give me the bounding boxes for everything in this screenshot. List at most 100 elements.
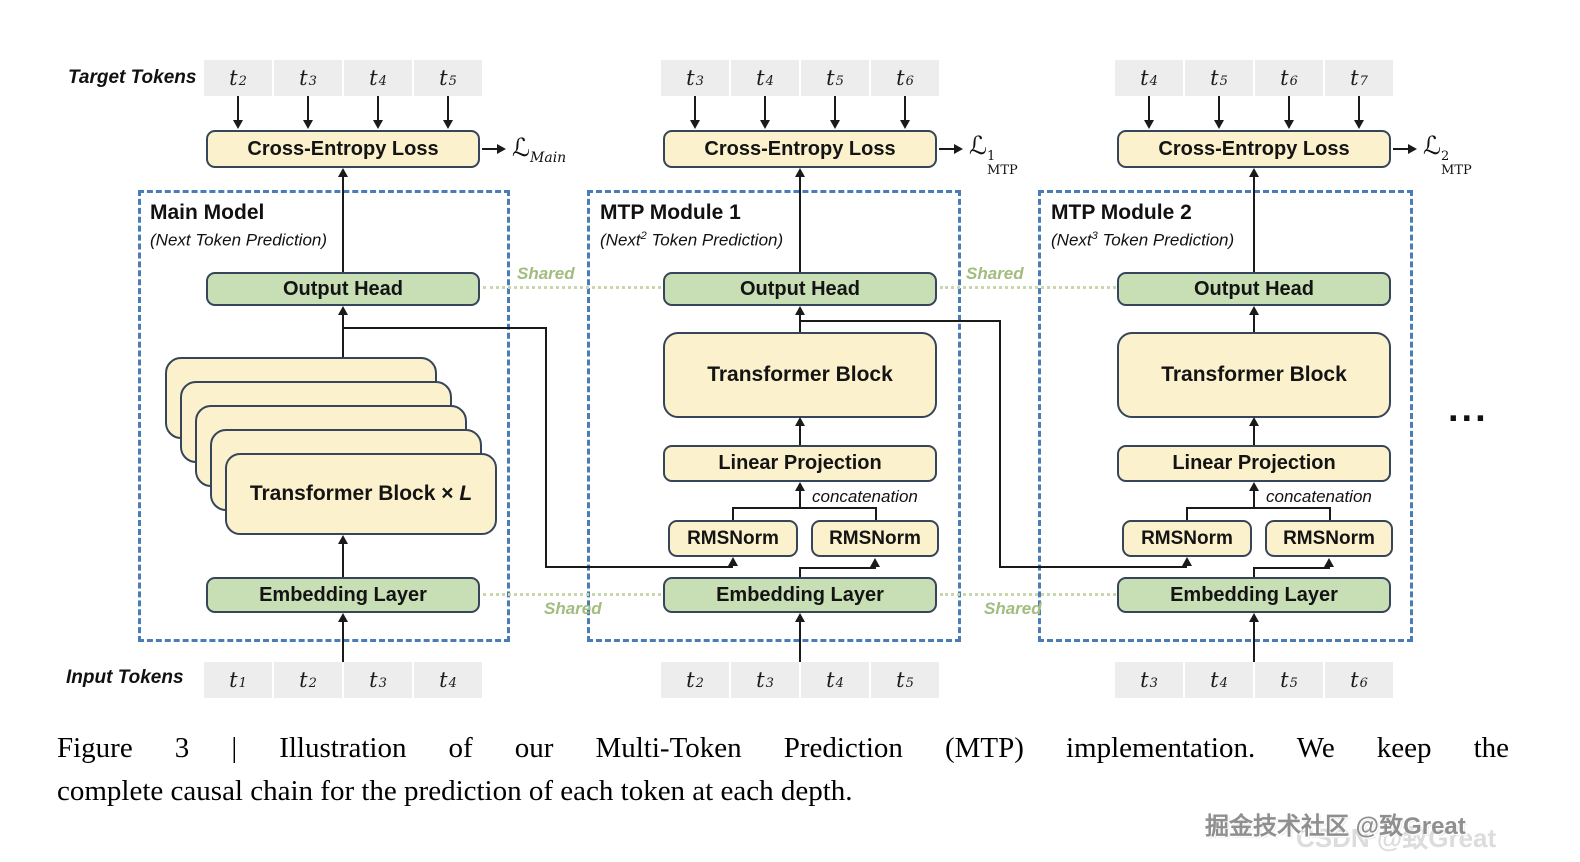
arrowhead — [795, 482, 805, 491]
arrowhead — [1249, 168, 1259, 177]
arrow-line — [1253, 426, 1255, 445]
rmsnorm-left-box: RMSNorm — [1122, 520, 1252, 557]
output-head-box: Output Head — [663, 272, 937, 306]
arrowhead — [1284, 120, 1294, 129]
embedding-layer-box: Embedding Layer — [206, 577, 480, 613]
arrow-line — [939, 148, 954, 150]
arrow-line — [342, 544, 344, 577]
figure-caption: Figure 3 | Illustration of our Multi-Tok… — [57, 727, 1509, 813]
arrow-line — [1253, 622, 1255, 662]
arrow-line — [342, 315, 344, 357]
rmsnorm-right-box: RMSNorm — [1265, 520, 1393, 557]
target-tokens-label: Target Tokens — [68, 67, 197, 88]
cross-entropy-loss-box: Cross-Entropy Loss — [1117, 130, 1391, 168]
arrow-line — [799, 491, 801, 508]
arrowhead — [1354, 120, 1364, 129]
arrow-line — [799, 177, 801, 272]
transformer-block-box: Transformer Block — [1117, 332, 1391, 418]
arrow-line — [342, 177, 344, 272]
arrowhead — [1214, 120, 1224, 129]
main-model-frame — [138, 190, 510, 642]
mtp-module-1-frame — [587, 190, 961, 642]
arrowhead — [1408, 144, 1417, 154]
caption-line-1: Figure 3 | Illustration of our Multi-Tok… — [57, 732, 1509, 764]
mtp-module-1-title: MTP Module 1 — [600, 201, 741, 224]
arrowhead — [795, 613, 805, 622]
loss-label-main: ℒMain — [512, 133, 567, 166]
arrowhead — [795, 306, 805, 315]
arrow-line — [799, 567, 801, 577]
arrowhead — [443, 120, 453, 129]
shared-label: Shared — [966, 264, 1024, 283]
caption-line-2: complete causal chain for the prediction… — [57, 775, 853, 807]
embedding-layer-box: Embedding Layer — [663, 577, 937, 613]
linear-projection-box: Linear Projection — [663, 445, 937, 482]
arrowhead — [1144, 120, 1154, 129]
shared-dotted-line — [940, 593, 1116, 596]
arrowhead — [795, 417, 805, 426]
concatenation-label: concatenation — [1266, 487, 1372, 506]
concatenation-label: concatenation — [812, 487, 918, 506]
arrow-line — [1253, 567, 1255, 577]
shared-dotted-line — [483, 593, 661, 596]
arrow-line — [1358, 96, 1360, 120]
output-head-box: Output Head — [1117, 272, 1391, 306]
arrow-line — [799, 315, 801, 332]
arrow-line — [1253, 315, 1255, 332]
arrow-line — [1253, 177, 1255, 272]
arrow-line — [904, 96, 906, 120]
connector-line — [999, 566, 1187, 568]
arrow-line — [377, 96, 379, 120]
arrowhead — [338, 613, 348, 622]
arrowhead — [373, 120, 383, 129]
connector-line — [801, 320, 1001, 322]
concat-bracket-line — [875, 507, 877, 520]
watermark-primary: 掘金技术社区 @致Great — [1205, 813, 1466, 840]
shared-label: Shared — [984, 599, 1042, 618]
transformer-block-box: Transformer Block × L — [225, 453, 497, 535]
output-head-box: Output Head — [206, 272, 480, 306]
arrowhead — [870, 558, 880, 567]
arrowhead — [1324, 558, 1334, 567]
input-tokens-label: Input Tokens — [66, 667, 184, 688]
connector-line — [545, 327, 547, 566]
shared-label: Shared — [517, 264, 575, 283]
concat-bracket-line — [1186, 507, 1188, 520]
arrowhead — [690, 120, 700, 129]
main-model-title: Main Model — [150, 201, 265, 224]
arrowhead — [338, 535, 348, 544]
arrow-line — [799, 622, 801, 662]
concat-bracket-line — [1187, 507, 1331, 509]
arrowhead — [760, 120, 770, 129]
mtp-module-1-subtitle: (Next2 Token Prediction) — [600, 230, 784, 250]
arrowhead — [338, 168, 348, 177]
arrow-line — [799, 567, 876, 569]
main-model-subtitle: (Next Token Prediction) — [150, 230, 328, 250]
arrow-line — [1218, 96, 1220, 120]
arrowhead — [497, 144, 506, 154]
shared-dotted-line — [940, 286, 1116, 289]
connector-line — [545, 566, 733, 568]
arrow-line — [1393, 148, 1408, 150]
